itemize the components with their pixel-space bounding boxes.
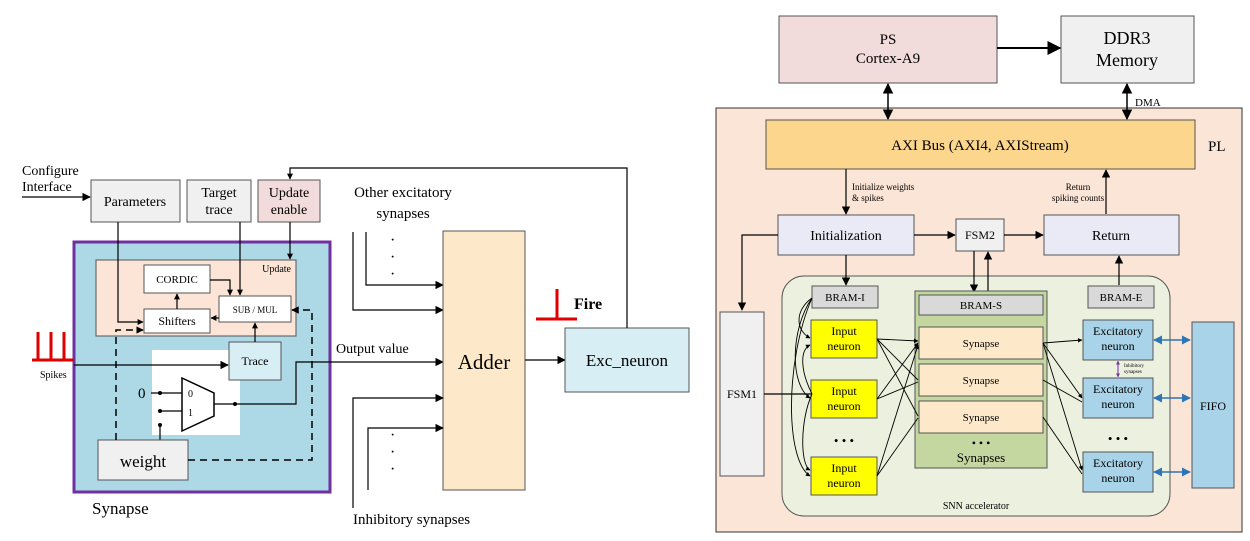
exc-neuron-box bbox=[564, 327, 690, 393]
parameters-box bbox=[90, 179, 181, 223]
mux-symbol bbox=[181, 376, 215, 433]
snn-accelerator-label: SNN accelerator bbox=[943, 501, 1010, 512]
excitatory-neuron-dots: • • • bbox=[1108, 431, 1128, 446]
shifters-label: Shifters bbox=[158, 314, 196, 328]
initialization-label: Initialization bbox=[810, 229, 882, 244]
zero-constant: 0 bbox=[138, 386, 146, 402]
fsm2-label: FSM2 bbox=[965, 228, 995, 242]
dma-label: DMA bbox=[1135, 97, 1161, 109]
update-label: Update bbox=[262, 264, 291, 275]
axi-bus-label: AXI Bus (AXI4, AXIStream) bbox=[891, 138, 1068, 154]
excitatory-neuron-box bbox=[1082, 451, 1154, 493]
adder-label: Adder bbox=[458, 350, 510, 374]
return-label: Return bbox=[1092, 229, 1130, 244]
adder-box bbox=[442, 230, 526, 491]
synapse-cell-label: Synapse bbox=[963, 338, 1000, 350]
mux-input-0: 0 bbox=[188, 389, 193, 400]
excitatory-dots: · bbox=[390, 266, 395, 283]
initialization-box bbox=[777, 214, 915, 256]
input-neuron-box bbox=[810, 379, 878, 419]
bram-e-label: BRAM-E bbox=[1100, 292, 1143, 304]
inhibitory-dots: · bbox=[390, 427, 395, 444]
synapse-cell bbox=[918, 363, 1044, 397]
init-weights-label: Initialize weights& spikes bbox=[852, 182, 915, 203]
inhibitory-label: Inhibitory synapses bbox=[353, 512, 470, 528]
spikes-label: Spikes bbox=[40, 370, 67, 381]
cordic-label: CORDIC bbox=[156, 274, 198, 286]
trace-box bbox=[228, 341, 282, 381]
fifo-box bbox=[1191, 321, 1235, 489]
excitatory-dots: · bbox=[390, 249, 395, 266]
pl-label: PL bbox=[1208, 139, 1226, 155]
inhibitory-dots: · bbox=[390, 461, 395, 478]
inhibitory-dots: · bbox=[390, 444, 395, 461]
synapse-label: Synapse bbox=[92, 499, 149, 518]
fire-label: Fire bbox=[574, 296, 602, 313]
excitatory-neuron-box bbox=[1082, 319, 1154, 361]
fsm1-box bbox=[719, 311, 765, 477]
ps-box bbox=[778, 15, 998, 84]
input-neuron-box bbox=[810, 319, 878, 359]
ddr3-box bbox=[1060, 15, 1195, 84]
shifters-box bbox=[143, 308, 211, 334]
sub-mul-label: SUB / MUL bbox=[233, 305, 278, 315]
synapse-cell-label: Synapse bbox=[963, 375, 1000, 387]
bram-i-label: BRAM-I bbox=[825, 292, 865, 304]
fifo-label: FIFO bbox=[1200, 399, 1226, 413]
input-neuron-dots: • • • bbox=[834, 433, 854, 448]
weight-box bbox=[97, 439, 189, 481]
excitatory-dots: · bbox=[390, 232, 395, 249]
fsm1-label: FSM1 bbox=[727, 387, 757, 401]
bram-s-label: BRAM-S bbox=[960, 300, 1002, 312]
synapse-cell-label: Synapse bbox=[963, 412, 1000, 424]
sub-mul-box bbox=[218, 295, 292, 323]
fire-spike-icon bbox=[536, 289, 577, 321]
return-box bbox=[1043, 214, 1180, 256]
fsm2-box bbox=[955, 218, 1005, 252]
bram-s-box bbox=[918, 294, 1044, 316]
target-trace-box bbox=[186, 179, 252, 223]
axi-bus-box bbox=[765, 119, 1196, 170]
bram-i-box bbox=[811, 285, 879, 309]
output-value-label: Output value bbox=[336, 342, 409, 357]
trace-label: Trace bbox=[242, 354, 269, 368]
synapses-label: Synapses bbox=[957, 450, 1005, 465]
parameters-label: Parameters bbox=[104, 195, 166, 210]
update-enable-box bbox=[257, 179, 321, 223]
mux-input-1: 1 bbox=[188, 408, 193, 419]
synapse-dots: • • • bbox=[972, 436, 991, 450]
weight-label: weight bbox=[120, 452, 167, 471]
spikes-icon bbox=[32, 332, 74, 362]
bram-e-box bbox=[1087, 285, 1155, 309]
exc-neuron-label: Exc_neuron bbox=[586, 351, 669, 370]
cordic-box bbox=[143, 264, 211, 294]
excitatory-neuron-box bbox=[1082, 377, 1154, 419]
